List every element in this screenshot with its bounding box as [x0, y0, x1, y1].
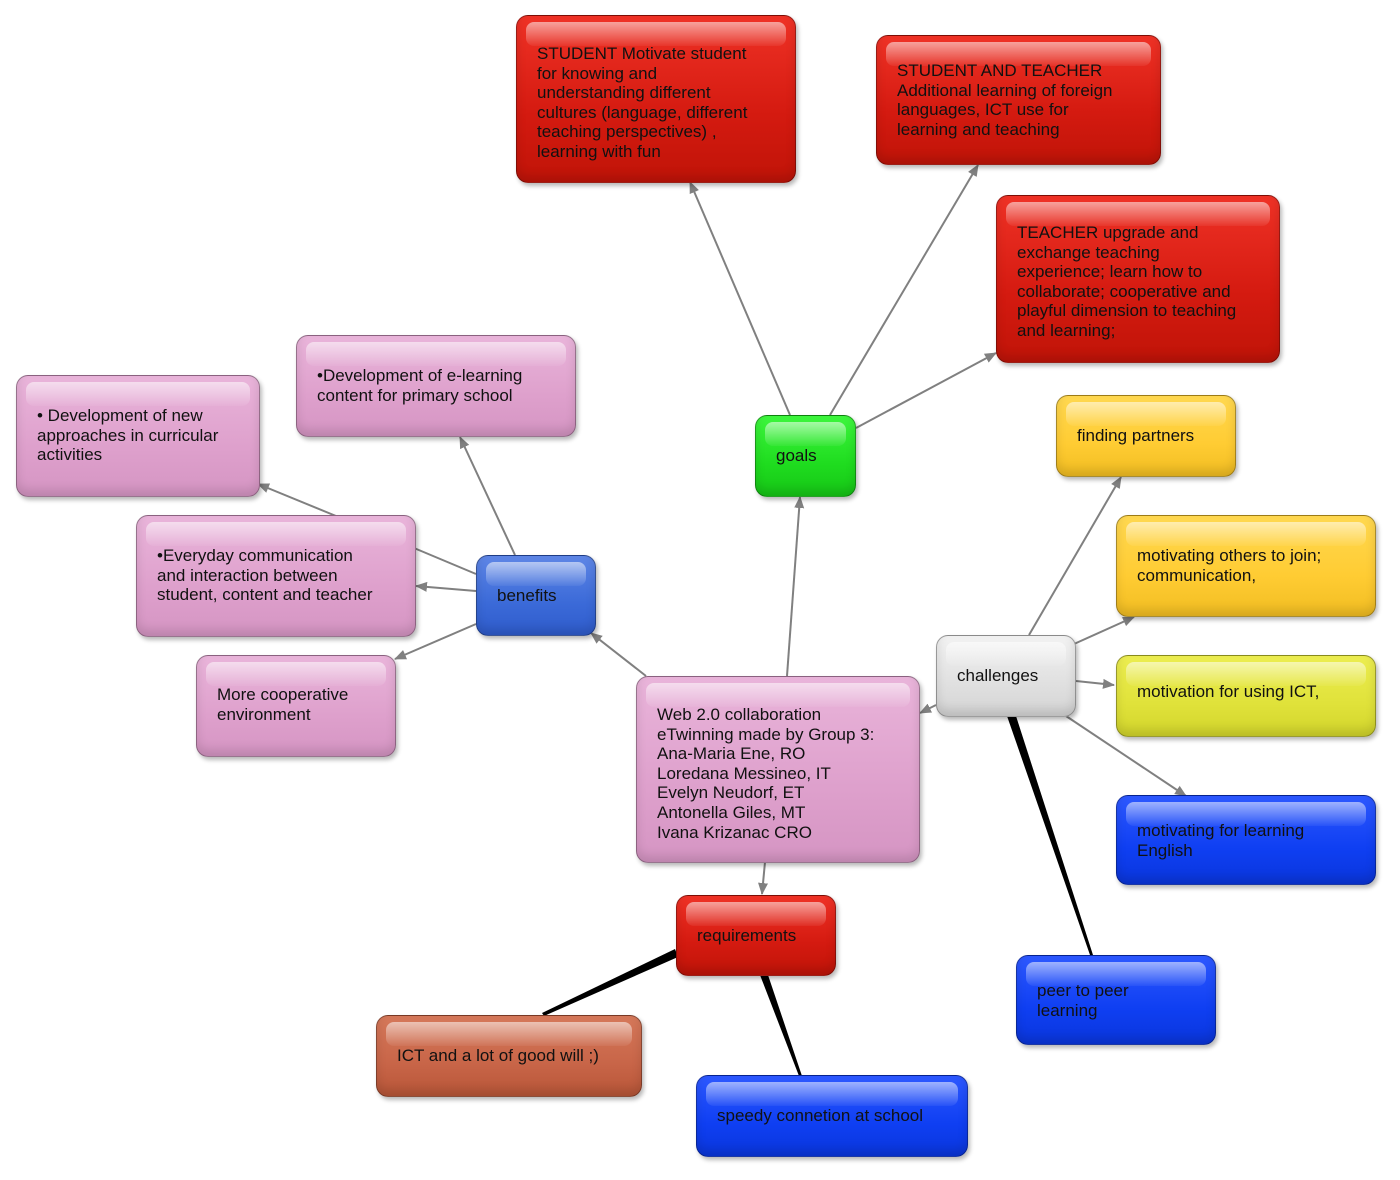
central-node-label: Web 2.0 collaboration eTwinning made by …	[657, 705, 875, 842]
arrow-benefits-cooperative	[394, 623, 477, 660]
thick-line-requirements-ict	[542, 949, 678, 1016]
arrow-challenges-partners	[1028, 476, 1122, 636]
arrow-goals-teacher	[855, 352, 997, 429]
requirements-node[interactable]: requirements	[676, 895, 836, 976]
thick-line-challenges-peer	[1007, 716, 1093, 955]
thick-line-requirements-connection	[760, 975, 802, 1076]
goal-student-node[interactable]: STUDENT Motivate student for knowing and…	[516, 15, 796, 183]
challenge-partners-node[interactable]: finding partners	[1056, 395, 1236, 477]
challenge-motivating-others-node[interactable]: motivating others to join; communication…	[1116, 515, 1376, 617]
goal-teacher-label: TEACHER upgrade and exchange teaching ex…	[1017, 223, 1237, 340]
challenge-motivating-others-label: motivating others to join; communication…	[1137, 546, 1322, 585]
benefit-cooperative-label: More cooperative environment	[217, 685, 349, 724]
arrow-central-requirements	[758, 861, 769, 895]
arrow-goals-student-teacher	[829, 164, 979, 416]
benefit-elearning-label: •Development of e-learning content for p…	[317, 366, 523, 405]
arrow-benefits-elearning	[459, 436, 516, 556]
central-node[interactable]: Web 2.0 collaboration eTwinning made by …	[636, 676, 920, 863]
challenges-node-label: challenges	[957, 666, 1039, 686]
benefit-communication-label: •Everyday communication and interaction …	[157, 546, 373, 605]
arrow-challenges-motivating-others	[1073, 616, 1135, 645]
challenge-ict-label: motivation for using ICT,	[1137, 682, 1320, 702]
challenge-english-node[interactable]: motivating for learning English	[1116, 795, 1376, 885]
challenge-partners-label: finding partners	[1077, 426, 1195, 446]
goal-teacher-node[interactable]: TEACHER upgrade and exchange teaching ex…	[996, 195, 1280, 363]
arrow-challenges-ict	[1075, 678, 1115, 689]
arrow-challenges-english	[1065, 715, 1187, 797]
challenges-node[interactable]: challenges	[936, 635, 1076, 717]
challenge-ict-node[interactable]: motivation for using ICT,	[1116, 655, 1376, 737]
benefit-approaches-label: • Development of new approaches in curri…	[37, 406, 219, 465]
arrow-challenges-central	[919, 703, 937, 714]
benefit-elearning-node[interactable]: •Development of e-learning content for p…	[296, 335, 576, 437]
requirement-ict-label: ICT and a lot of good will ;)	[397, 1046, 599, 1066]
goals-node-label: goals	[776, 446, 817, 466]
arrow-goals-student	[689, 181, 791, 416]
benefit-approaches-node[interactable]: • Development of new approaches in curri…	[16, 375, 260, 497]
requirement-ict-node[interactable]: ICT and a lot of good will ;)	[376, 1015, 642, 1097]
goal-student-teacher-label: STUDENT AND TEACHER Additional learning …	[897, 61, 1113, 139]
goal-student-label: STUDENT Motivate student for knowing and…	[537, 44, 748, 161]
arrow-central-benefits	[590, 632, 647, 677]
arrow-benefits-communication	[415, 581, 477, 592]
challenge-peer-node[interactable]: peer to peer learning	[1016, 955, 1216, 1045]
benefits-node-label: benefits	[497, 585, 557, 605]
arrow-central-goals	[786, 496, 805, 677]
requirements-node-label: requirements	[697, 925, 797, 945]
goal-student-teacher-node[interactable]: STUDENT AND TEACHER Additional learning …	[876, 35, 1161, 165]
requirement-connection-label: speedy connetion at school	[717, 1106, 924, 1126]
requirement-connection-node[interactable]: speedy connetion at school	[696, 1075, 968, 1157]
goals-node[interactable]: goals	[755, 415, 856, 497]
benefits-node[interactable]: benefits	[476, 555, 596, 636]
challenge-peer-label: peer to peer learning	[1037, 981, 1129, 1020]
challenge-english-label: motivating for learning English	[1137, 821, 1305, 860]
benefit-communication-node[interactable]: •Everyday communication and interaction …	[136, 515, 416, 637]
benefit-cooperative-node[interactable]: More cooperative environment	[196, 655, 396, 757]
